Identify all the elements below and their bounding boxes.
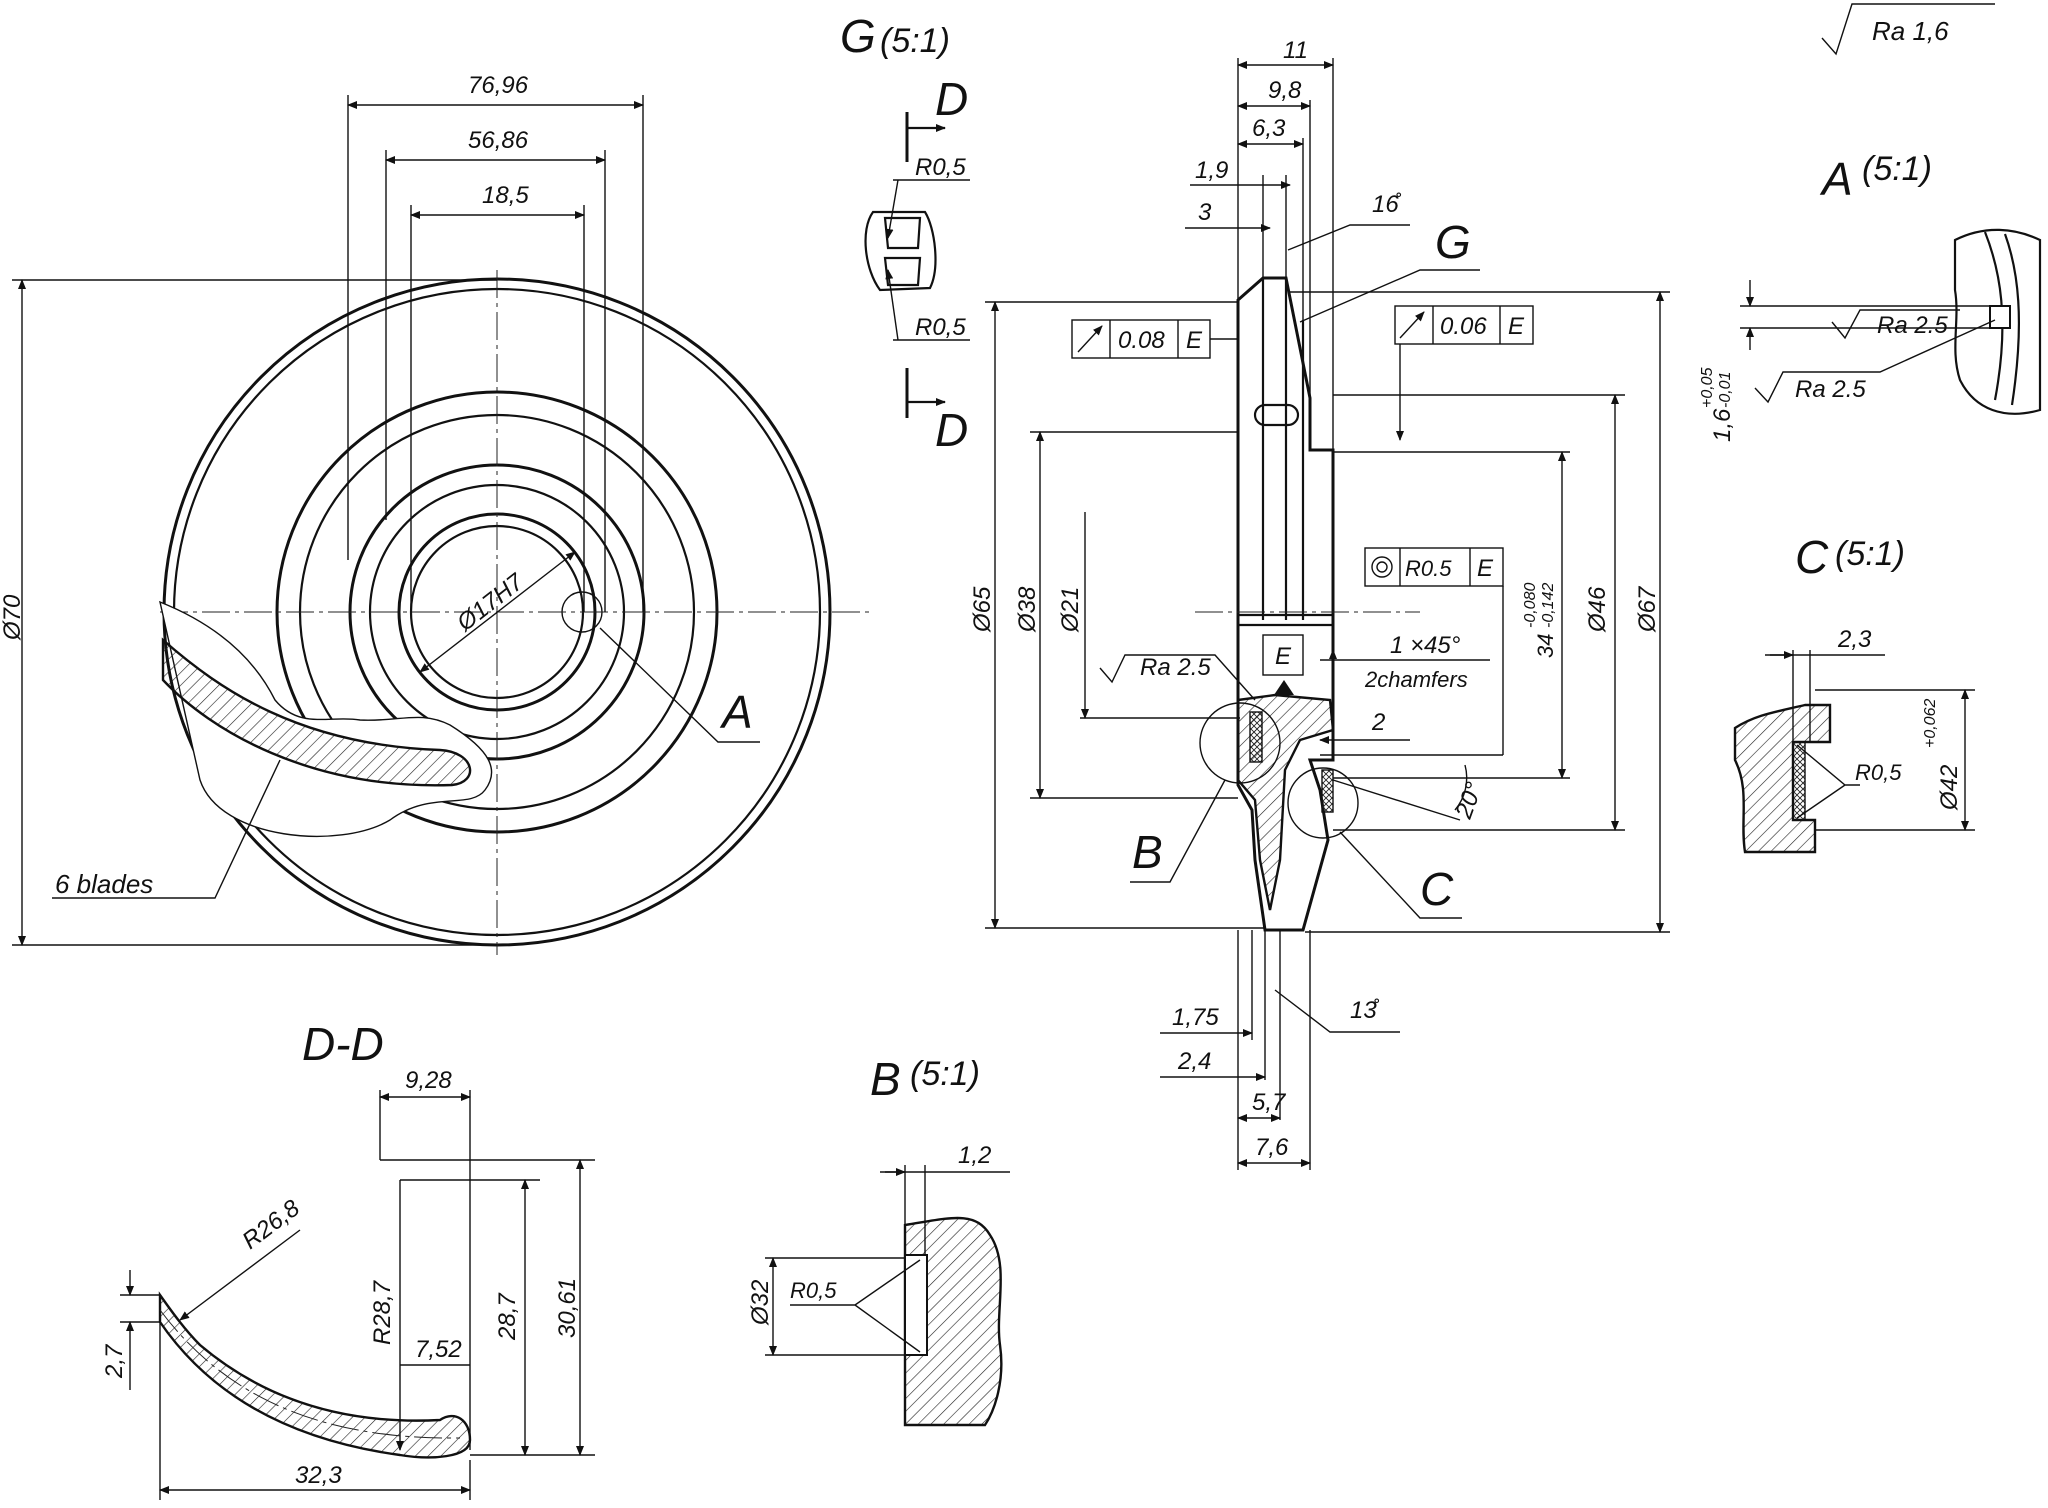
detail-c-dim: 2,3 — [1837, 626, 1872, 653]
dim-1-75: 1,75 — [1172, 1004, 1219, 1031]
section-dd: D-D 9,28 28,7 30,61 R28,7 7,52 R26,8 2,7… — [101, 1018, 595, 1500]
detail-g-scale: (5:1) — [880, 22, 950, 60]
chamfer-1: 1 ×45° — [1390, 632, 1461, 659]
dd-dim-7: 7,52 — [415, 1336, 462, 1363]
detail-b-title: B — [870, 1053, 901, 1105]
detail-c-tol: +0,062 — [1922, 699, 1939, 748]
roughness-symbol: Ra 1,6 — [1821, 3, 1995, 56]
dim-6-3: 6,3 — [1252, 115, 1286, 142]
detail-a-tol-lo: -0,01 — [1717, 372, 1734, 408]
dim-bore: Ø17H7 — [451, 568, 530, 638]
roughness-text: Ra 1,6 — [1872, 16, 1949, 46]
detail-b-dia: Ø32 — [747, 1280, 774, 1326]
tol3-datum: E — [1477, 555, 1494, 582]
detail-g-r1: R0,5 — [915, 154, 966, 181]
dim-dia38: Ø38 — [1014, 586, 1041, 633]
detail-c-r: R0,5 — [1855, 760, 1902, 785]
label-blades: 6 blades — [55, 869, 153, 899]
dim-11: 11 — [1283, 37, 1308, 64]
dd-dim-30: 30,61 — [554, 1278, 581, 1338]
label-a: A — [719, 686, 753, 738]
detail-b: B (5:1) 1,2 Ø32 R0,5 — [747, 1053, 1010, 1427]
detail-a-scale: (5:1) — [1862, 150, 1932, 188]
dd-dim-28: 28,7 — [494, 1292, 521, 1341]
dim-dia67: Ø67 — [1634, 585, 1661, 633]
detail-a-ra2: Ra 2.5 — [1795, 376, 1866, 403]
detail-c-scale: (5:1) — [1835, 535, 1905, 573]
detail-a-ra1: Ra 2.5 — [1877, 312, 1948, 339]
dim-dia46: Ø46 — [1584, 586, 1611, 633]
tol2-datum: E — [1508, 313, 1525, 340]
dim-1-9: 1,9 — [1195, 157, 1228, 184]
detail-c-title: C — [1795, 531, 1829, 583]
tol2-value: 0.06 — [1440, 313, 1487, 340]
detail-g-r2: R0,5 — [915, 314, 966, 341]
dim-dia21: Ø21 — [1057, 587, 1084, 633]
tol1-datum: E — [1186, 327, 1203, 354]
label-c: C — [1420, 863, 1454, 915]
dim-7-6: 7,6 — [1255, 1134, 1289, 1161]
detail-g: G (5:1) D D R0,5 R0,5 — [840, 10, 970, 456]
section-dd-title: D-D — [302, 1018, 384, 1070]
dd-dim-2: 2,7 — [101, 1343, 128, 1379]
detail-c-dia: Ø42 — [1936, 765, 1963, 811]
dim-3: 3 — [1198, 199, 1212, 226]
detail-b-scale: (5:1) — [910, 1055, 980, 1093]
dd-dim-32: 32,3 — [295, 1462, 342, 1489]
tol34-lo: -0,142 — [1540, 583, 1557, 628]
dim-76: 76,96 — [468, 72, 529, 99]
dim-56: 56,86 — [468, 127, 529, 154]
angle-20: 20° — [1450, 778, 1488, 823]
tol3-value: R0.5 — [1405, 556, 1452, 581]
cut-d-bottom: D — [935, 404, 968, 456]
dim-2-4: 2,4 — [1177, 1048, 1211, 1075]
detail-a-title: A — [1819, 153, 1853, 205]
detail-a-tol-up: +0,05 — [1699, 367, 1716, 408]
cut-d-top: D — [935, 73, 968, 125]
dd-dim-9: 9,28 — [405, 1067, 452, 1094]
detail-b-r: R0,5 — [790, 1278, 837, 1303]
dim-34: 34 — [1533, 634, 1558, 658]
detail-a: A (5:1) 1,6 +0,05 -0,01 Ra 2.5 Ra 2.5 — [1699, 150, 2042, 442]
ra-section: Ra 2.5 — [1140, 654, 1211, 681]
angle-16: 16̊ — [1372, 191, 1402, 218]
main-view: 76,96 56,86 18,5 Ø70 Ø17H7 A 6 blades — [0, 72, 870, 955]
dd-r26: R26,8 — [237, 1194, 305, 1254]
detail-g-title: G — [840, 10, 876, 62]
angle-13: 13̊ — [1350, 997, 1380, 1024]
chamfer-2: 2chamfers — [1364, 667, 1468, 692]
tol1-value: 0.08 — [1118, 327, 1165, 354]
detail-a-dim: 1,6 — [1709, 408, 1736, 442]
dim-2: 2 — [1371, 709, 1385, 736]
dim-9-8: 9,8 — [1268, 77, 1302, 104]
label-g: G — [1435, 216, 1471, 268]
section-view: E 11 9,8 6,3 1,9 3 16̊ G 0.08 E — [969, 37, 1670, 1170]
dim-dia70: Ø70 — [0, 594, 26, 641]
detail-c: C (5:1) 2,3 Ø42 +0,062 R0,5 — [1733, 531, 1975, 854]
dim-dia65: Ø65 — [969, 586, 996, 633]
dim-18: 18,5 — [482, 182, 529, 209]
blade-section — [161, 637, 472, 787]
dim-5-7: 5,7 — [1252, 1089, 1287, 1116]
datum-e: E — [1275, 643, 1292, 670]
tol34-up: -0,080 — [1522, 583, 1539, 628]
detail-b-dim: 1,2 — [958, 1142, 991, 1169]
label-b: B — [1132, 826, 1163, 878]
dd-r28: R28,7 — [369, 1279, 396, 1345]
